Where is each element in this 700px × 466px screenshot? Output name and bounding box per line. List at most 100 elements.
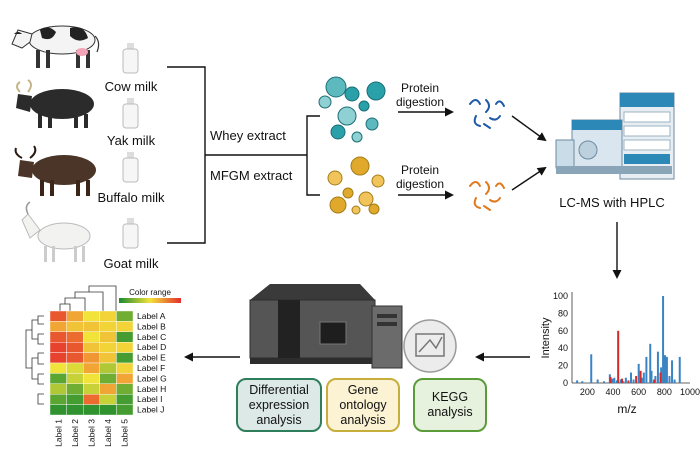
arrow-to-lcms-top — [511, 115, 547, 142]
heatmap-col-label: Label 4 — [103, 419, 113, 447]
heatmap-cell — [49, 352, 67, 364]
heatmap-cell — [66, 321, 84, 332]
spectrum-y-tick: 40 — [558, 343, 568, 353]
heatmap-col-label: Label 1 — [53, 419, 63, 447]
heatmap-cell — [82, 404, 100, 416]
heatmap-cell — [49, 321, 67, 332]
heatmap-cell — [49, 362, 67, 374]
heatmap-cell — [99, 404, 117, 416]
heatmap-cell — [116, 342, 134, 353]
arrow-to-lcms-bottom — [511, 166, 547, 191]
heatmap-cell — [49, 404, 67, 416]
heatmap-row-label: Label G — [137, 373, 167, 383]
lcms-label: LC-MS with HPLC — [559, 195, 664, 210]
heatmap-row-label: Label A — [137, 311, 166, 321]
heatmap-cell — [116, 362, 134, 374]
heatmap-cell — [116, 373, 134, 384]
spectrum-peak — [649, 343, 652, 383]
heatmap-cell — [116, 310, 134, 322]
buffalo-icon — [14, 145, 96, 196]
spectrum-peak — [611, 378, 614, 383]
heatmap-cell — [82, 352, 100, 364]
milk-label-buffalo: Buffalo milk — [98, 190, 165, 205]
cow-icon — [11, 25, 100, 68]
spectrum-peak — [653, 379, 656, 383]
spectrum-peak — [650, 370, 653, 383]
milk-bottle-icon — [122, 218, 139, 249]
split-bracket — [306, 115, 320, 196]
diff-expr-line-1: Differential — [249, 382, 309, 397]
heatmap-cell — [99, 331, 117, 343]
heatmap-cell — [49, 394, 67, 405]
kegg-line-2: analysis — [427, 405, 473, 419]
heatmap-row-label: Label B — [137, 321, 166, 331]
heatmap-row-label: Label H — [137, 384, 166, 394]
heatmap-cell — [99, 362, 117, 374]
heatmap-cell — [99, 394, 117, 405]
heatmap-cell — [82, 321, 100, 332]
gene-ontology-box: Gene ontology analysis — [326, 378, 400, 432]
heatmap-col-label: Label 5 — [120, 419, 130, 447]
milk-bottle-icon — [122, 43, 139, 74]
heatmap-cell — [66, 373, 84, 384]
heatmap-cell — [82, 383, 100, 395]
heatmap-cell — [99, 321, 117, 332]
heatmap-cell — [66, 342, 84, 353]
heatmap-cell — [116, 394, 134, 405]
heatmap-cell — [99, 373, 117, 384]
heatmap-cell — [116, 331, 134, 343]
spectrum-peak — [662, 296, 665, 383]
spectrum-peak — [617, 330, 620, 383]
spectrum-peak — [621, 378, 624, 383]
heatmap-cell — [66, 383, 84, 395]
whey-extract-label: Whey extract — [210, 128, 286, 143]
spectrum-xlabel: m/z — [617, 402, 636, 416]
goat-icon — [21, 201, 91, 262]
heatmap-cell — [49, 310, 67, 322]
spectrum-peak — [656, 351, 659, 383]
spectrum-peak — [615, 380, 618, 383]
heatmap-cell — [82, 362, 100, 374]
spectrum-peak — [603, 381, 606, 383]
heatmap-row-label: Label J — [137, 405, 164, 415]
spectrum-peak — [659, 372, 662, 383]
heatmap-cell — [66, 331, 84, 343]
digestion-label-bottom-1: Protein — [401, 163, 439, 177]
spectrum-y-tick: 60 — [558, 326, 568, 336]
heatmap-cell — [116, 404, 134, 416]
milk-bottle-icon — [122, 98, 139, 129]
spectrum-peak — [590, 354, 593, 383]
lcms-hplc-instrument-icon — [555, 92, 675, 180]
spectrum-peak — [632, 379, 635, 383]
analysis-workstation-icon — [249, 284, 457, 373]
yak-icon — [16, 79, 94, 128]
spectrum-y-tick: 80 — [558, 308, 568, 318]
spectrum-y-tick: 0 — [563, 378, 568, 388]
spectrum-peak — [624, 377, 627, 383]
spectrum-peak — [671, 360, 674, 383]
spectrum-peak — [663, 355, 666, 383]
milk-label-goat: Goat milk — [104, 256, 159, 271]
kegg-box: KEGG analysis — [413, 378, 487, 432]
digestion-label-top-1: Protein — [401, 81, 439, 95]
spectrum-x-tick: 800 — [657, 387, 672, 397]
digestion-label-top-2: digestion — [396, 95, 444, 109]
heatmap-cell — [99, 310, 117, 322]
spectrum-peak — [622, 381, 625, 383]
heatmap-cell — [66, 352, 84, 364]
spectrum-peak — [678, 356, 681, 383]
heatmap-cell — [49, 383, 67, 395]
heatmap-cell — [82, 310, 100, 322]
spectrum-peak — [630, 372, 632, 383]
heatmap-cell — [82, 394, 100, 405]
spectrum-y-tick: 100 — [553, 291, 568, 301]
spectrum-peak — [576, 380, 579, 383]
spectrum-x-tick: 200 — [580, 387, 595, 397]
spectrum-peak — [613, 377, 616, 383]
spectrum-x-tick: 400 — [606, 387, 621, 397]
spectrum-peak — [637, 363, 640, 383]
heatmap-cell — [66, 362, 84, 374]
heatmap-cell — [66, 310, 84, 322]
spectrum-peak — [627, 380, 630, 383]
